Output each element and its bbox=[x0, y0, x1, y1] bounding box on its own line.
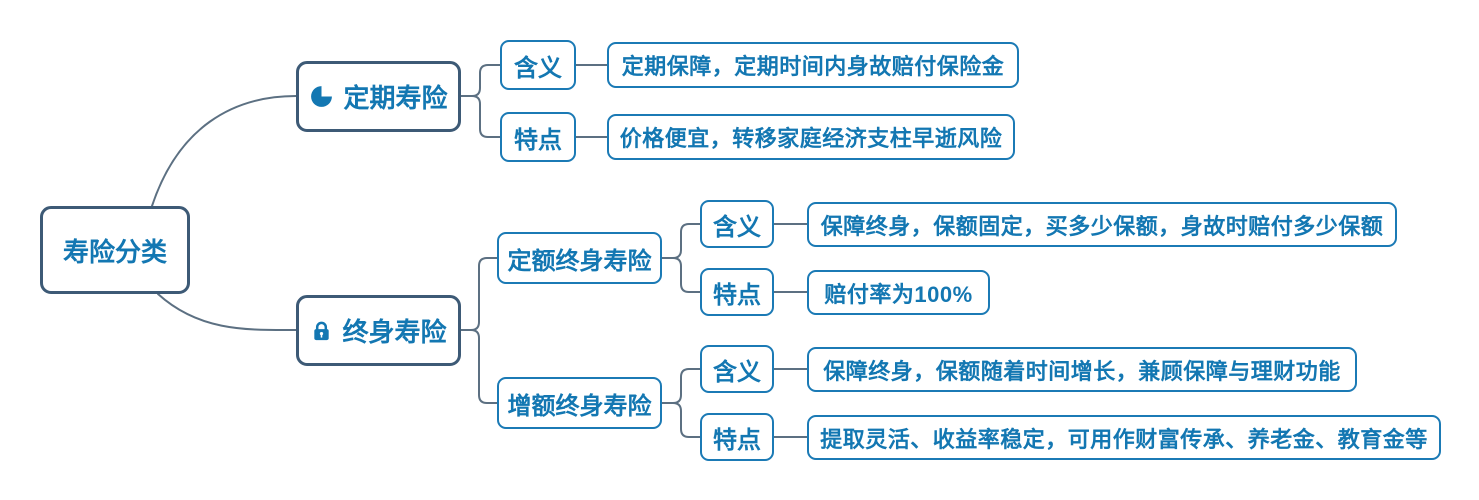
node-increasing-meaning-key[interactable]: 含义 bbox=[700, 345, 774, 393]
node-increasing-meaning-value[interactable]: 保障终身，保额随着时间增长，兼顾保障与理财功能 bbox=[807, 347, 1357, 392]
node-whole-life-label: 终身寿险 bbox=[342, 317, 447, 347]
key-label: 含义 bbox=[514, 54, 562, 82]
connector-increasing-to-feature bbox=[661, 402, 701, 438]
lock-icon bbox=[310, 319, 333, 342]
leaf-label: 保障终身，保额固定，买多少保额，身故时赔付多少保额 bbox=[820, 213, 1384, 239]
node-term-feature-value[interactable]: 价格便宜，转移家庭经济支柱早逝风险 bbox=[607, 114, 1015, 160]
connector-root-to-term-life bbox=[151, 95, 297, 207]
leaf-label: 提取灵活、收益率稳定，可用作财富传承、养老金、教育金等 bbox=[820, 426, 1428, 452]
leaf-label: 保障终身，保额随着时间增长，兼顾保障与理财功能 bbox=[823, 358, 1341, 384]
connector-whole-to-fixed bbox=[460, 257, 498, 331]
node-root-life-insurance-classification[interactable]: 寿险分类 bbox=[40, 206, 190, 294]
sub-branch-label: 定额终身寿险 bbox=[507, 247, 652, 275]
leaf-label: 价格便宜，转移家庭经济支柱早逝风险 bbox=[619, 126, 1003, 151]
connector-root-to-whole-life bbox=[157, 293, 297, 332]
node-fixed-feature-value[interactable]: 赔付率为100% bbox=[807, 270, 990, 315]
node-term-meaning-key[interactable]: 含义 bbox=[500, 40, 576, 90]
node-increasing-whole-life[interactable]: 增额终身寿险 bbox=[497, 377, 662, 429]
node-increasing-feature-key[interactable]: 特点 bbox=[700, 413, 774, 461]
pie-chart-icon bbox=[309, 84, 334, 109]
sub-branch-label: 增额终身寿险 bbox=[507, 392, 652, 420]
node-fixed-meaning-value[interactable]: 保障终身，保额固定，买多少保额，身故时赔付多少保额 bbox=[807, 202, 1397, 247]
node-term-life[interactable]: 定期寿险 bbox=[296, 61, 461, 132]
node-whole-life[interactable]: 终身寿险 bbox=[296, 295, 461, 366]
leaf-label: 定期保障，定期时间内身故赔付保险金 bbox=[621, 54, 1005, 79]
leaf-label: 赔付率为100% bbox=[824, 281, 973, 307]
key-label: 特点 bbox=[713, 426, 761, 454]
connector-fixed-to-meaning bbox=[661, 223, 701, 259]
node-term-meaning-value[interactable]: 定期保障，定期时间内身故赔付保险金 bbox=[607, 42, 1019, 88]
connector-fixed-to-feature bbox=[661, 257, 701, 293]
node-root-label: 寿险分类 bbox=[62, 236, 167, 267]
node-fixed-whole-life[interactable]: 定额终身寿险 bbox=[497, 232, 662, 284]
connector-term-to-meaning bbox=[460, 64, 501, 97]
node-fixed-feature-key[interactable]: 特点 bbox=[700, 268, 774, 316]
node-increasing-feature-value[interactable]: 提取灵活、收益率稳定，可用作财富传承、养老金、教育金等 bbox=[807, 415, 1441, 460]
node-term-life-label: 定期寿险 bbox=[343, 83, 448, 113]
node-term-feature-key[interactable]: 特点 bbox=[500, 112, 576, 162]
node-fixed-meaning-key[interactable]: 含义 bbox=[700, 200, 774, 248]
key-label: 含义 bbox=[713, 358, 761, 386]
key-label: 特点 bbox=[713, 281, 761, 309]
connector-term-to-feature bbox=[460, 95, 501, 138]
connector-whole-to-increasing bbox=[460, 329, 498, 404]
key-label: 特点 bbox=[514, 126, 562, 154]
connector-increasing-to-meaning bbox=[661, 368, 701, 404]
key-label: 含义 bbox=[713, 213, 761, 241]
